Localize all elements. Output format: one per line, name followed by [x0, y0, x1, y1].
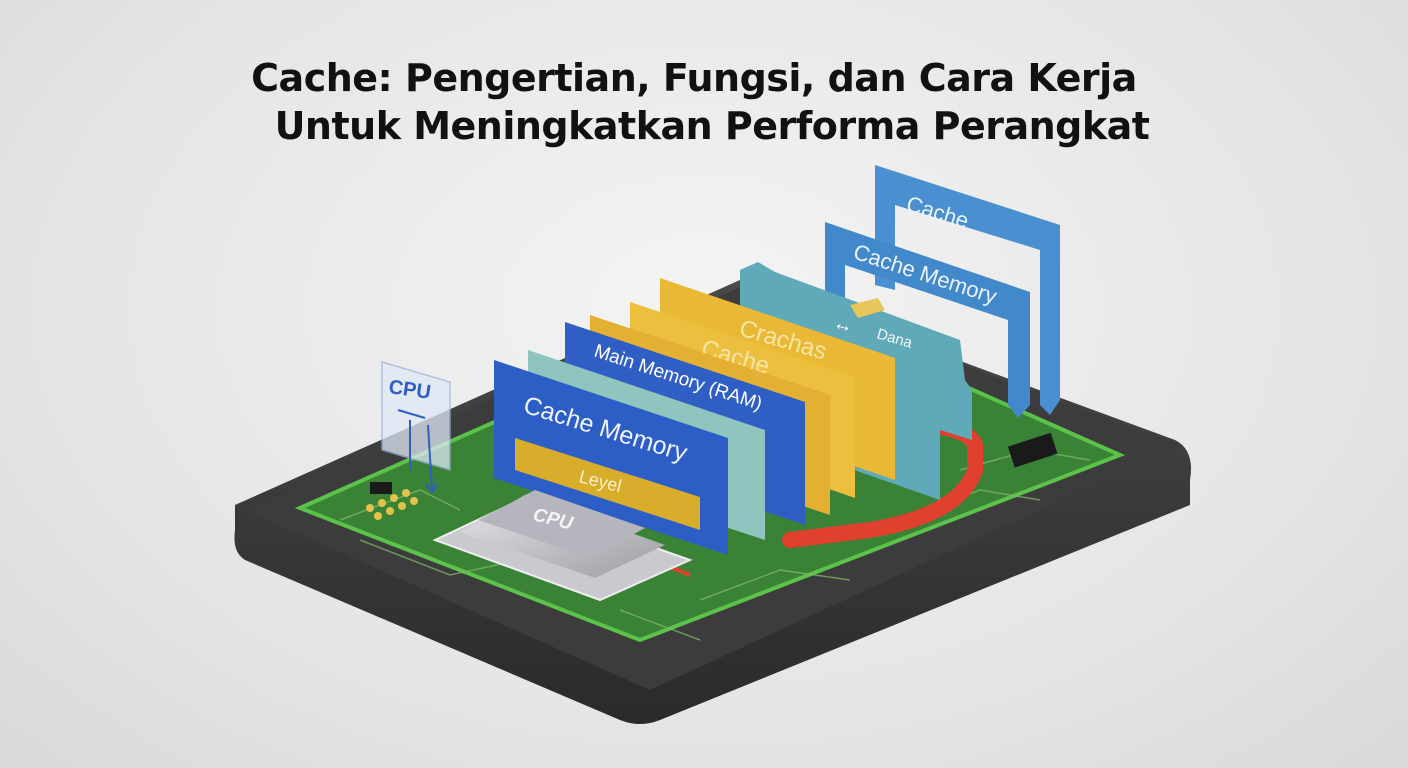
title-line-2: Untuk Meningkatkan Performa Perangkat: [274, 104, 1150, 148]
panel-cache-memory-back: [825, 222, 1030, 418]
data-chip: [850, 298, 885, 318]
arrow-down-icon: [397, 409, 438, 494]
gold-pads: [366, 489, 418, 520]
cpu-chip-top: [478, 490, 645, 558]
level-bar: [515, 438, 700, 530]
chip-icon: [370, 482, 392, 494]
title-line-1: Cache: Pengertian, Fungsi, dan Cara Kerj…: [251, 56, 1137, 100]
chip-icon: [1007, 432, 1058, 468]
panel-cache: [875, 165, 1060, 415]
